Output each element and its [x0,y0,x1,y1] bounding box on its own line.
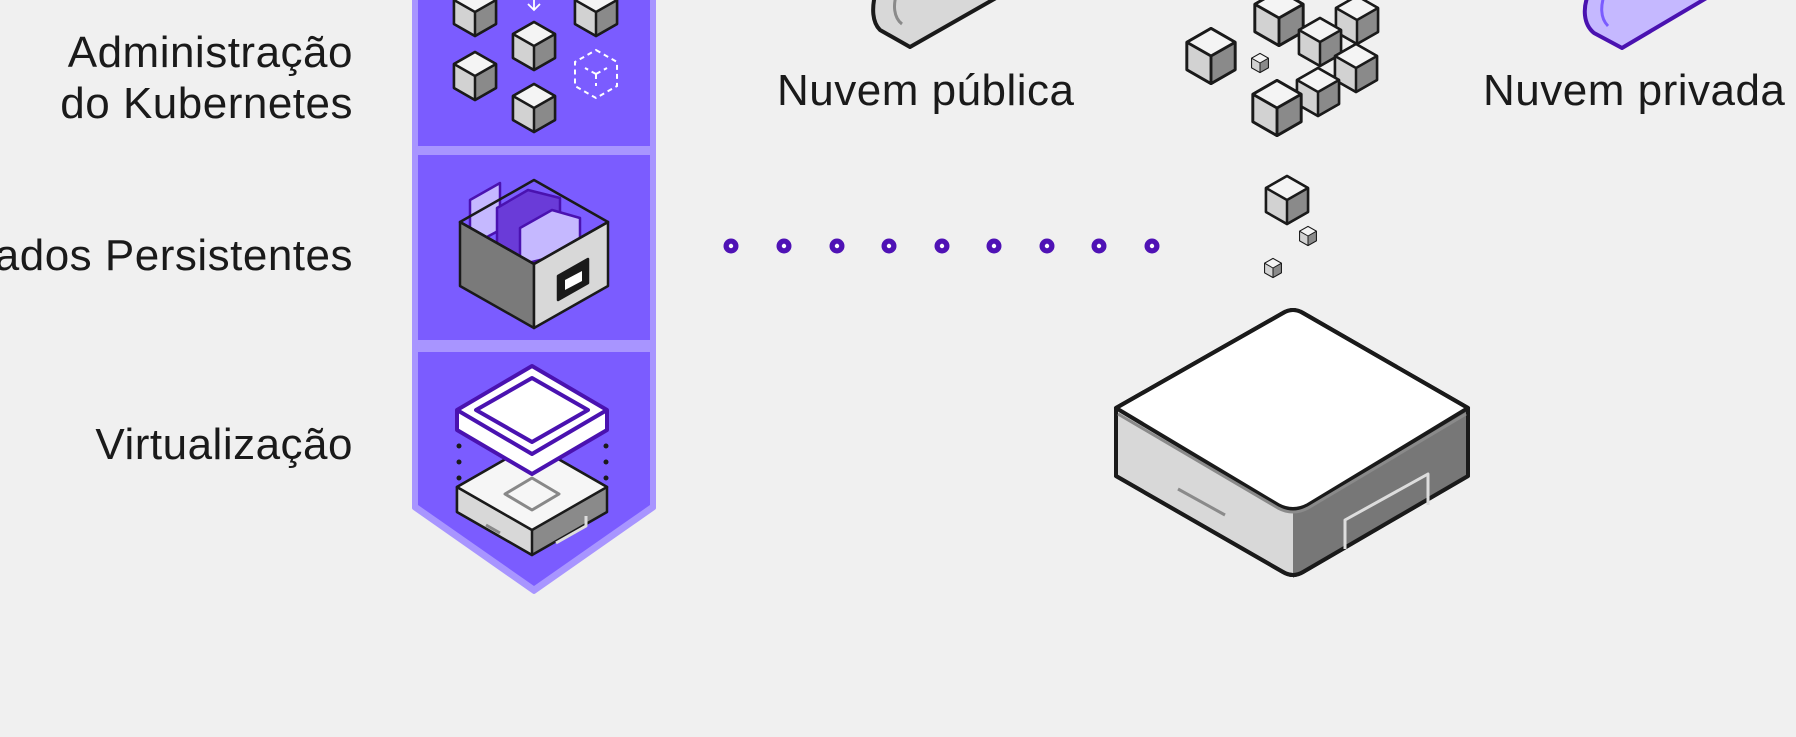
label-persistent-data-text: ados Persistentes [0,231,353,280]
label-private-cloud: Nuvem privada [1483,66,1786,115]
label-persistent-data: ados Persistentes [0,230,353,281]
label-kubernetes-line-1: Administração [67,28,353,77]
virtualization-layers-icon [455,364,609,557]
archive-box-icon [458,178,610,330]
label-kubernetes-admin: Administração do Kubernetes [60,27,353,129]
private-cloud-icon [1582,0,1708,50]
label-virtualization-text: Virtualização [95,420,353,469]
public-cloud-icon [871,0,997,49]
virtualization-dots [456,443,609,481]
label-kubernetes-line-2: do Kubernetes [60,79,353,128]
server-hardware-icon [1114,308,1470,578]
cube-outline-small-icon [527,0,541,12]
kubernetes-cubes-icon [452,0,619,134]
cube-outline-icon [574,48,618,100]
label-public-cloud: Nuvem pública [777,66,1075,115]
container-cubes-icon [1185,0,1380,279]
label-virtualization: Virtualização [95,419,353,470]
